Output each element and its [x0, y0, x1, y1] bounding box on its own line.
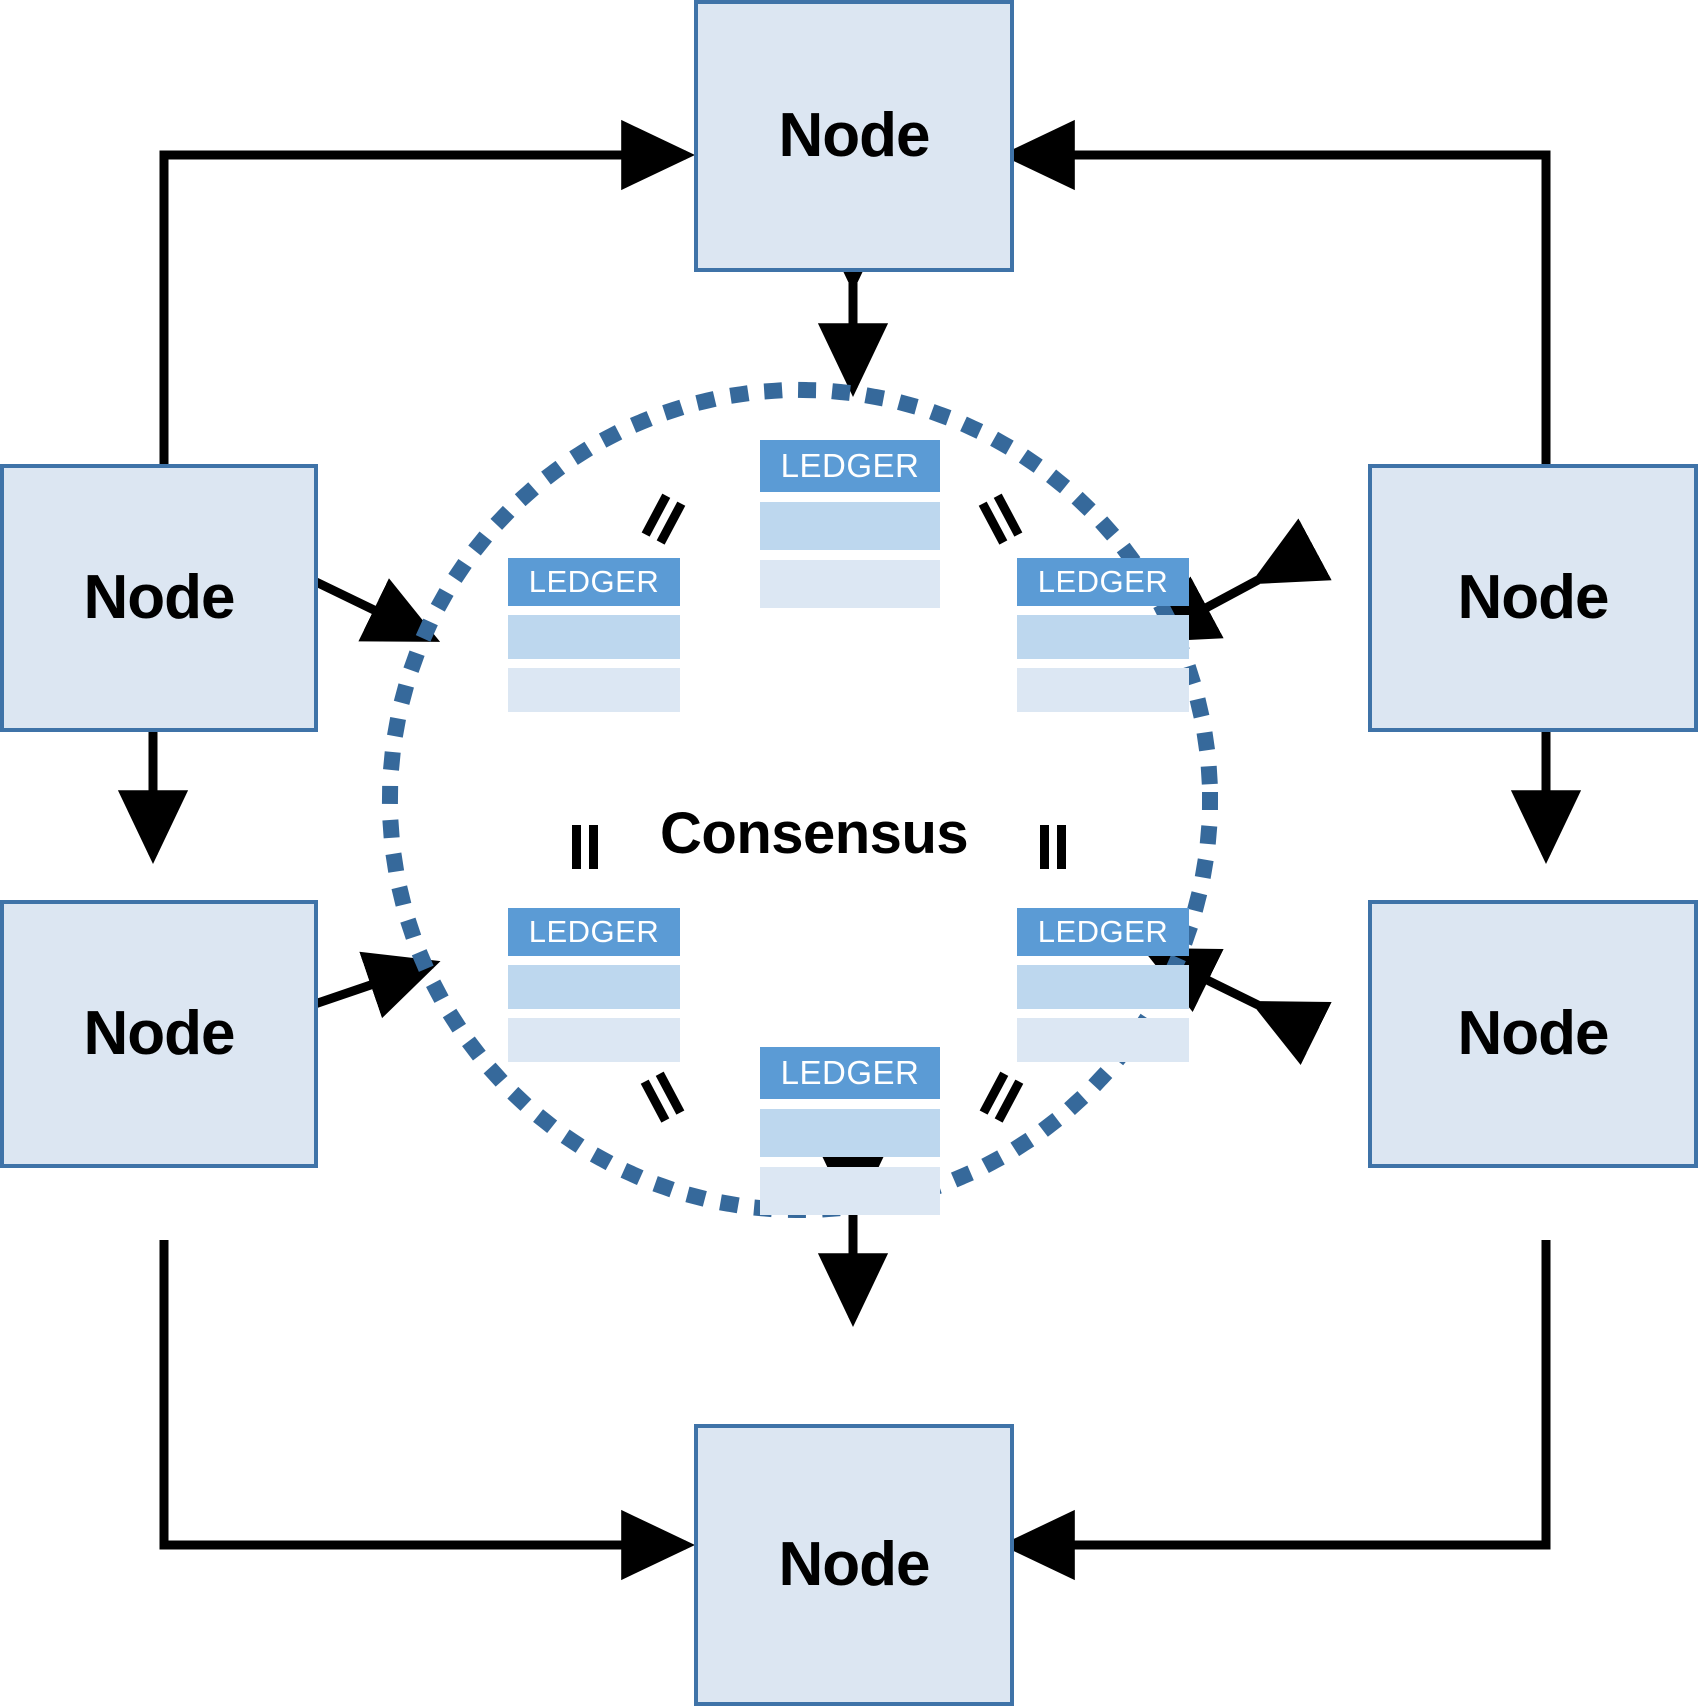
ledger-top: LEDGER [760, 440, 940, 608]
ledger-row [1017, 668, 1189, 712]
node-right-lower[interactable]: Node [1368, 900, 1698, 1168]
ledger-row [760, 1167, 940, 1215]
outer-ring-arrows [159, 119, 1551, 1581]
ledger-header: LEDGER [508, 558, 680, 606]
node-label: Node [778, 101, 931, 170]
node-label: Node [1457, 563, 1610, 632]
ledger-upper-right: LEDGER [1017, 558, 1189, 712]
ledger-bottom: LEDGER [760, 1047, 940, 1215]
ledger-header: LEDGER [760, 1047, 940, 1099]
ledger-row [508, 1018, 680, 1062]
node-left-upper[interactable]: Node [0, 464, 318, 732]
node-right-upper[interactable]: Node [1368, 464, 1698, 732]
node-label: Node [778, 1530, 931, 1599]
ledger-row [508, 615, 680, 659]
ledger-lower-left: LEDGER [508, 908, 680, 1062]
ledger-header: LEDGER [760, 440, 940, 492]
ledger-row [508, 668, 680, 712]
node-top[interactable]: Node [694, 0, 1014, 272]
consensus-links [238, 218, 1332, 1328]
ledger-row [1017, 1018, 1189, 1062]
ledger-row [1017, 965, 1189, 1009]
ledger-row [760, 1109, 940, 1157]
ledger-upper-left: LEDGER [508, 558, 680, 712]
node-bottom[interactable]: Node [694, 1424, 1014, 1706]
ledger-row [508, 965, 680, 1009]
node-left-lower[interactable]: Node [0, 900, 318, 1168]
ledger-row [760, 560, 940, 608]
node-label: Node [1457, 999, 1610, 1068]
equals-mid-left-icon [562, 825, 608, 871]
node-label: Node [83, 563, 236, 632]
node-label: Node [83, 999, 236, 1068]
side-node-links [117, 665, 1582, 865]
ledger-header: LEDGER [1017, 558, 1189, 606]
equals-mid-right-icon [1030, 825, 1076, 871]
ledger-header: LEDGER [1017, 908, 1189, 956]
ledger-row [1017, 615, 1189, 659]
consensus-label: Consensus [660, 801, 969, 866]
ledger-row [760, 502, 940, 550]
ledger-header: LEDGER [508, 908, 680, 956]
ledger-lower-right: LEDGER [1017, 908, 1189, 1062]
